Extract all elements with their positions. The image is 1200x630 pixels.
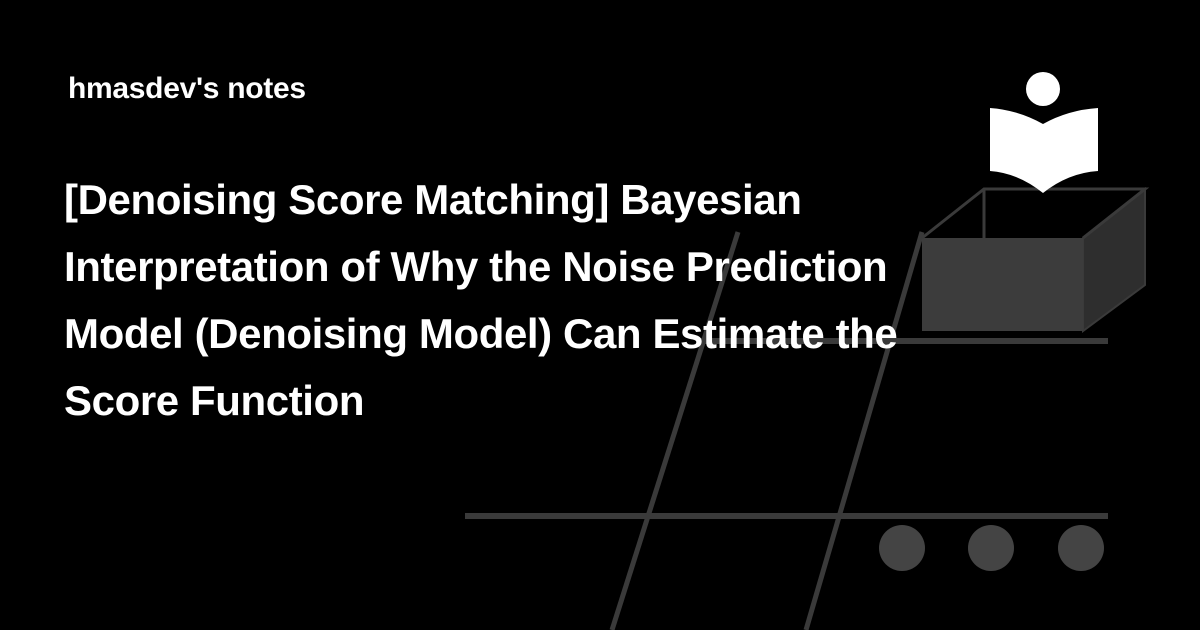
cart-rail-right (803, 231, 925, 630)
cart-box (921, 186, 1150, 333)
book-reader-icon (990, 72, 1098, 193)
post-title: [Denoising Score Matching] Bayesian Inte… (64, 176, 898, 424)
cart-wheel (1058, 525, 1104, 571)
cart-rail-left (609, 231, 741, 630)
blog-name: hmasdev's notes (68, 72, 306, 105)
cart-wheel (879, 525, 925, 571)
cart-wheel (968, 525, 1014, 571)
